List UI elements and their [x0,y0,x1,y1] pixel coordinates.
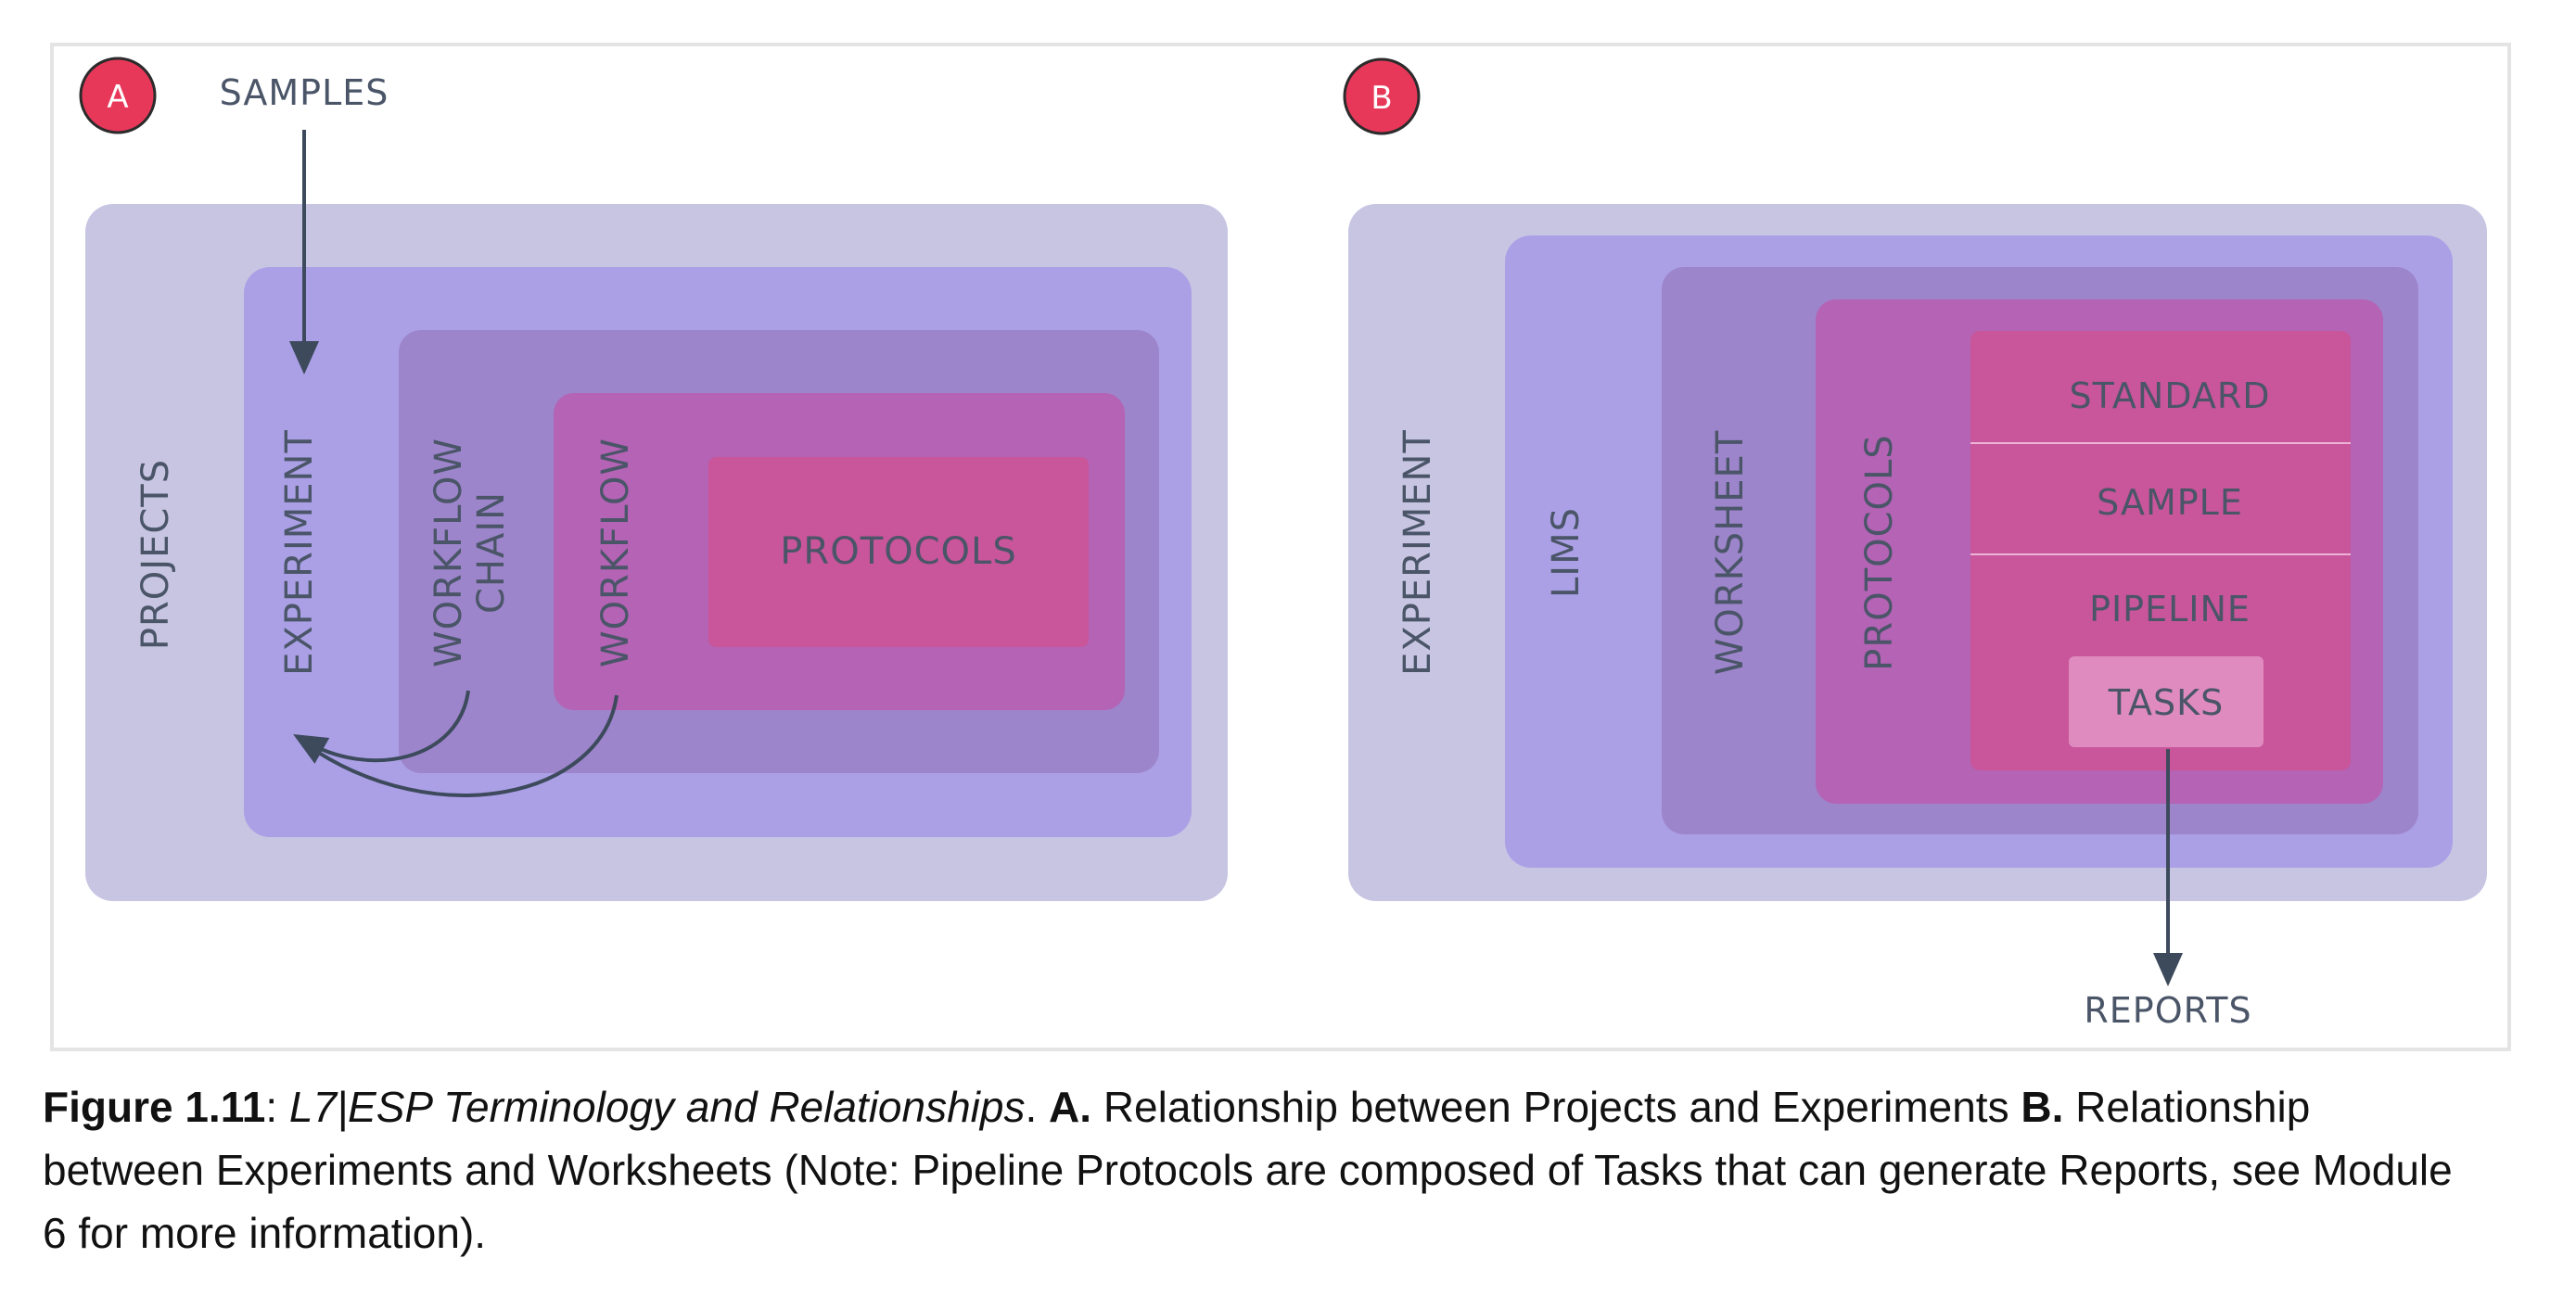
badge-b-label: B [1371,80,1392,117]
experiment-label-a: EXPERIMENT [278,429,321,676]
workflow-chain-label-line1: WORKFLOW [427,438,470,667]
lims-label: LIMS [1545,507,1588,598]
badge-b-circle [1343,57,1421,135]
workflow-return-arrow [304,694,618,797]
worksheet-label: WORKSHEET [1709,430,1752,676]
protocols-label-b: PROTOCOLS [1858,434,1901,670]
pipeline-label: PIPELINE [2089,589,2251,629]
sample-label: SAMPLE [2097,482,2243,523]
caption-title: L7|ESP Terminology and Relationships [288,1083,1026,1131]
figure-caption: Figure 1.11: L7|ESP Terminology and Rela… [43,1075,2454,1264]
reports-label: REPORTS [2084,990,2251,1031]
caption-figure-label: Figure 1.11 [43,1083,266,1131]
caption-after-title: . [1025,1083,1050,1131]
workflow-chain-return-arrow [293,690,470,764]
caption-b-label: B. [2021,1083,2064,1131]
tasks-label: TASKS [2108,682,2224,723]
protocols-label-a: PROTOCOLS [780,530,1016,573]
tasks-box [2069,656,2264,747]
experiment-label-b: EXPERIMENT [1396,429,1439,676]
samples-label: SAMPLES [220,72,389,113]
workflow-chain-label-line2: CHAIN [470,491,513,614]
caption-a-label: A. [1049,1083,1092,1131]
protocols-box-a [708,457,1089,647]
projects-label: PROJECTS [134,459,177,650]
caption-a-text: Relationship between Projects and Experi… [1091,1083,2021,1131]
badge-a-circle [79,57,157,134]
caption-b-text: Relationship between Experiments and Wor… [43,1083,2453,1257]
badge-a-label: A [107,79,128,116]
panel-a: A SAMPLES PROJECTS EXPERIMENT WORKFLOW C… [79,57,1228,901]
caption-colon: : [265,1083,289,1131]
standard-label: STANDARD [2069,375,2270,416]
panel-b: B EXPERIMENT LIMS WORKSHEET PROTOCOLS ST… [1343,57,2487,1031]
workflow-label: WORKFLOW [594,438,637,667]
